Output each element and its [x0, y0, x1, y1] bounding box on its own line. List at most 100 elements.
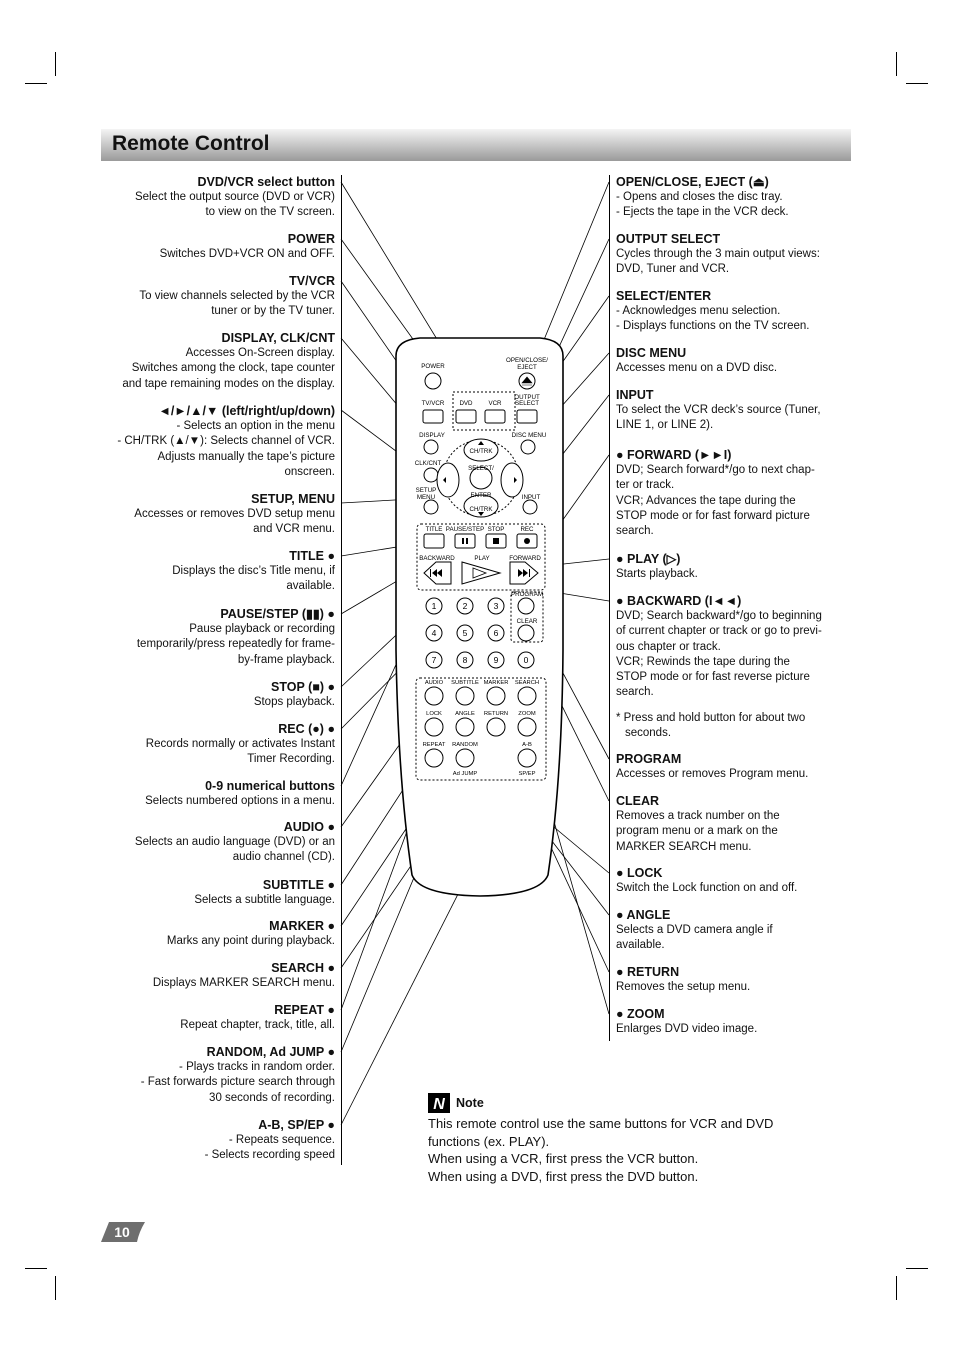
- item-heading: PROGRAM: [616, 752, 682, 766]
- item-desc: available.: [616, 939, 665, 952]
- item-heading: DISC MENU: [616, 346, 687, 360]
- digit-8-label: 8: [463, 655, 468, 665]
- left-item-power: POWER Switches DVD+VCR ON and OFF.: [95, 231, 335, 262]
- left-item-random: RANDOM, Ad JUMP ● - Plays tracks in rand…: [95, 1044, 335, 1106]
- ch-trk-up-label: CH/TRK: [469, 448, 493, 455]
- search-label: SEARCH: [515, 680, 539, 686]
- right-footnote: * Press and hold button for about two se…: [616, 711, 852, 742]
- digit-3-label: 3: [494, 601, 499, 611]
- right-button: [500, 462, 524, 498]
- note-header: N Note: [428, 1093, 828, 1115]
- item-heading: REC (●) ●: [278, 722, 335, 736]
- function-group-outline: [415, 677, 547, 781]
- section-title-bar: Remote Control: [101, 129, 851, 161]
- digit-6-button: [487, 624, 505, 642]
- right-item-backward: ● BACKWARD (I◄◄) DVD; Search backward*/g…: [616, 593, 852, 701]
- item-desc: 30 seconds of recording.: [209, 1091, 335, 1104]
- note-box: N Note This remote control use the same …: [428, 1093, 828, 1185]
- item-desc: Accesses or removes DVD setup menu: [134, 508, 335, 520]
- left-item-tv-vcr: TV/VCR To view channels selected by the …: [95, 273, 335, 320]
- item-desc: search.: [616, 525, 654, 538]
- left-item-rec: REC (●) ● Records normally or activates …: [95, 721, 335, 768]
- program-clear-outline: [510, 591, 544, 643]
- item-desc: ter or track.: [616, 479, 675, 492]
- subtitle-label: SUBTITLE: [451, 680, 479, 686]
- svg-text:N: N: [433, 1096, 445, 1113]
- digit-6-label: 6: [494, 628, 499, 638]
- item-heading: SEARCH ●: [271, 961, 335, 975]
- vcr-label: VCR: [488, 400, 502, 407]
- item-desc: - Ejects the tape in the VCR deck.: [616, 206, 789, 219]
- select-enter-button: [469, 466, 493, 490]
- transport-group-outline: [416, 523, 546, 591]
- angle-label: ANGLE: [455, 711, 475, 717]
- eject-label: EJECT: [517, 364, 537, 371]
- tv-vcr-label: TV/VCR: [422, 400, 445, 407]
- item-heading: AUDIO ●: [283, 820, 335, 834]
- item-desc: DVD, Tuner and VCR.: [616, 263, 730, 276]
- right-item-disc-menu: DISC MENU Accesses menu on a DVD disc.: [616, 345, 852, 376]
- title-label: TITLE: [426, 526, 443, 533]
- item-desc: VCR; Advances the tape during the: [616, 494, 796, 507]
- digit-3-button: [487, 597, 505, 615]
- remote-buttons: POWER OPEN/CLOSE/ EJECT TV/VCR DVD VCR O…: [415, 357, 548, 781]
- item-desc: Selects an audio language (DVD) or an: [134, 836, 335, 848]
- left-button: [436, 462, 460, 498]
- leader-lines: [340, 181, 610, 1126]
- stop-button: [485, 533, 507, 549]
- lock-label: LOCK: [426, 711, 442, 717]
- digit-5-label: 5: [463, 628, 468, 638]
- item-desc: onscreen.: [284, 465, 335, 478]
- item-desc: Accesses menu on a DVD disc.: [616, 362, 778, 374]
- left-item-stop: STOP (■) ● Stops playback.: [95, 679, 335, 710]
- left-item-ab: A-B, SP/EP ● - Repeats sequence. - Selec…: [95, 1117, 335, 1164]
- item-desc: program menu or a mark on the: [616, 825, 778, 838]
- item-desc: Switches DVD+VCR ON and OFF.: [159, 248, 335, 260]
- item-desc: Enlarges DVD video image.: [616, 1023, 758, 1035]
- digit-8-button: [456, 651, 474, 669]
- setup-menu-button: [423, 499, 439, 515]
- down-button: [463, 494, 499, 518]
- left-item-numerical: 0-9 numerical buttons Selects numbered o…: [95, 778, 335, 809]
- sp-ep-label: SP/EP: [518, 771, 535, 777]
- left-item-search: SEARCH ● Displays MARKER SEARCH menu.: [95, 960, 335, 991]
- item-desc: temporarily/press repeatedly for frame-: [136, 638, 335, 651]
- repeat-label: REPEAT: [423, 742, 446, 748]
- item-desc: seconds.: [625, 727, 672, 740]
- digit-1-label: 1: [432, 601, 437, 611]
- output-select-label: SELECT: [515, 400, 539, 407]
- left-item-pause-step: PAUSE/STEP (▮▮) ● Pause playback or reco…: [95, 606, 335, 668]
- input-label: INPUT: [522, 494, 541, 501]
- dvd-button: [455, 409, 477, 424]
- digit-7-button: [425, 651, 443, 669]
- angle-button: [455, 717, 475, 737]
- item-desc: - Selects recording speed: [204, 1149, 335, 1162]
- rec-label: REC: [520, 526, 534, 533]
- right-item-select-enter: SELECT/ENTER - Acknowledges menu selecti…: [616, 288, 852, 335]
- item-desc: Cycles through the 3 main output views:: [616, 248, 820, 260]
- item-desc: - CH/TRK (▲/▼): Selects channel of VCR.: [117, 435, 335, 448]
- title-button: [423, 533, 445, 549]
- clear-label: CLEAR: [517, 618, 538, 625]
- item-desc: Selects a DVD camera angle if: [616, 924, 773, 936]
- item-desc: STOP mode or for fast forward picture: [616, 509, 810, 522]
- left-item-display: DISPLAY, CLK/CNT Accesses On-Screen disp…: [95, 330, 335, 392]
- program-button: [517, 597, 535, 615]
- item-heading: CLEAR: [616, 794, 660, 808]
- open-close-label: OPEN/CLOSE/: [506, 357, 548, 364]
- left-item-title: TITLE ● Displays the disc’s Title menu, …: [95, 548, 335, 595]
- dvd-vcr-group-outline: [452, 391, 516, 431]
- random-label: RANDOM: [452, 742, 478, 748]
- item-heading: ● LOCK: [616, 866, 663, 880]
- crop-mark: [896, 1276, 897, 1300]
- disc-menu-label: DISC MENU: [512, 432, 547, 439]
- item-desc: to view on the TV screen.: [205, 206, 335, 219]
- item-heading: RANDOM, Ad JUMP ●: [206, 1045, 335, 1059]
- random-button: [455, 748, 475, 768]
- item-desc: To view channels selected by the VCR: [139, 290, 335, 302]
- note-line: When using a VCR, first press the VCR bu…: [428, 1151, 699, 1166]
- dvd-label: DVD: [459, 400, 473, 407]
- subtitle-button: [455, 686, 475, 706]
- item-desc: Marks any point during playback.: [166, 935, 335, 947]
- digit-7-label: 7: [432, 655, 437, 665]
